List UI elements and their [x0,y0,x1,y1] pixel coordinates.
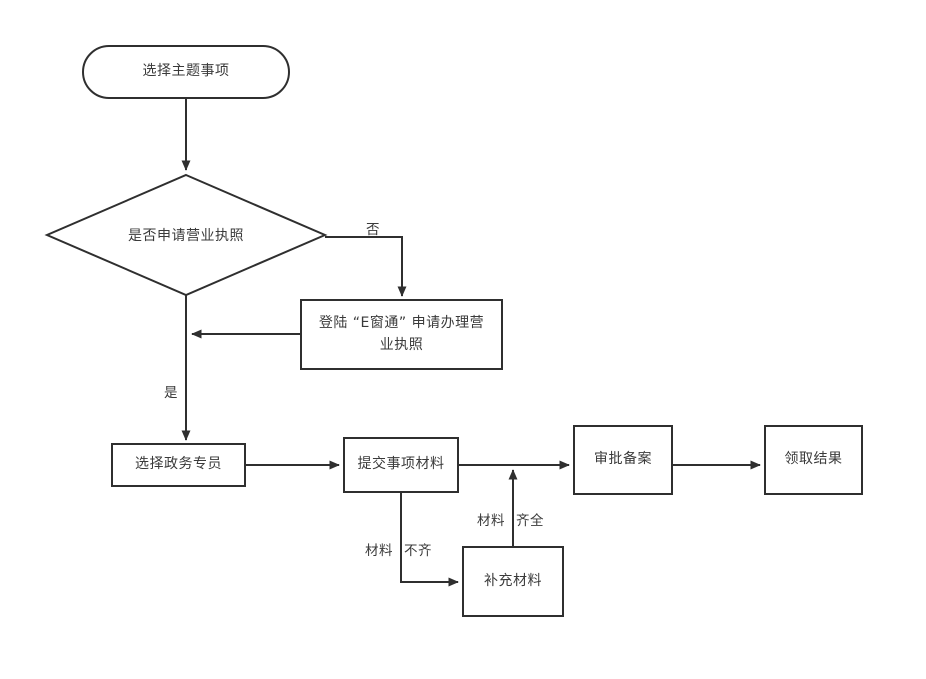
edge-label-part-1: 材料 [477,513,505,529]
node-approval-filing[interactable]: 审批备案 [573,425,673,495]
edge-label-part-1: 材料 [365,543,393,559]
node-submit-materials[interactable]: 提交事项材料 [343,437,459,493]
node-collect-result[interactable]: 领取结果 [764,425,863,495]
edge-label-materials-incomplete: 材料 不齐 [365,539,432,559]
node-label: 选择主题事项 [142,63,230,80]
node-label: 补充材料 [484,572,542,589]
edge-decision-to-ecwt [325,236,407,297]
node-label-line-2: 业执照 [379,336,424,353]
node-supplement-materials[interactable]: 补充材料 [462,546,564,617]
edge-label-materials-complete: 材料 齐全 [477,509,544,529]
edge-label-no: 否 [366,222,380,238]
edge-label-yes: 是 [164,385,178,401]
node-label: 领取结果 [784,451,843,468]
node-select-topic-item[interactable]: 选择主题事项 [82,45,290,99]
node-ecwt-apply-license[interactable]: 登陆 “E窗通” 申请办理营 业执照 [300,299,503,370]
edge-submit-to-supplement [400,492,459,587]
node-label: 是否申请营业执照 [128,228,244,244]
edge-label-part-2: 不齐 [404,543,432,559]
edge-label-part-2: 齐全 [516,513,544,529]
node-label: 审批备案 [594,451,652,468]
node-label-line-1: 登陆 “E窗通” 申请办理营 [318,314,485,331]
node-apply-business-license-decision[interactable]: 是否申请营业执照 [47,175,325,295]
node-label: 提交事项材料 [357,456,445,473]
node-label: 选择政务专员 [135,456,222,473]
node-select-government-officer[interactable]: 选择政务专员 [111,443,246,487]
